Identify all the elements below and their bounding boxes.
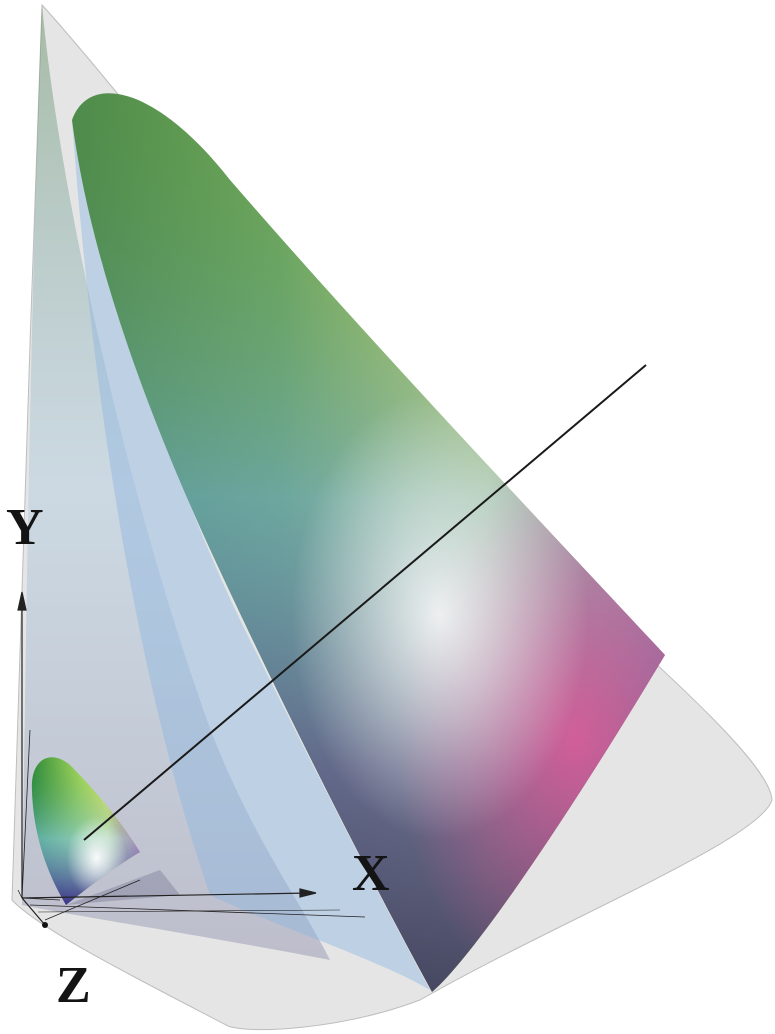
folded-spectral-sheet — [72, 120, 430, 990]
large-chromaticity-sheet — [72, 93, 665, 992]
y-axis-arrow — [17, 591, 27, 611]
small-chromaticity-diagram — [31, 757, 140, 905]
x-axis-label: X — [352, 845, 390, 902]
y-axis-label: Y — [6, 499, 44, 556]
left-spectral-sheet — [22, 5, 330, 960]
z-axis-label: Z — [56, 957, 91, 1014]
x-axis-line — [21, 892, 311, 899]
axes — [17, 591, 366, 926]
origin-dot — [42, 922, 48, 928]
white-point-line — [83, 364, 647, 841]
z-axis-line — [21, 897, 46, 926]
x-axis-arrow — [299, 888, 317, 898]
